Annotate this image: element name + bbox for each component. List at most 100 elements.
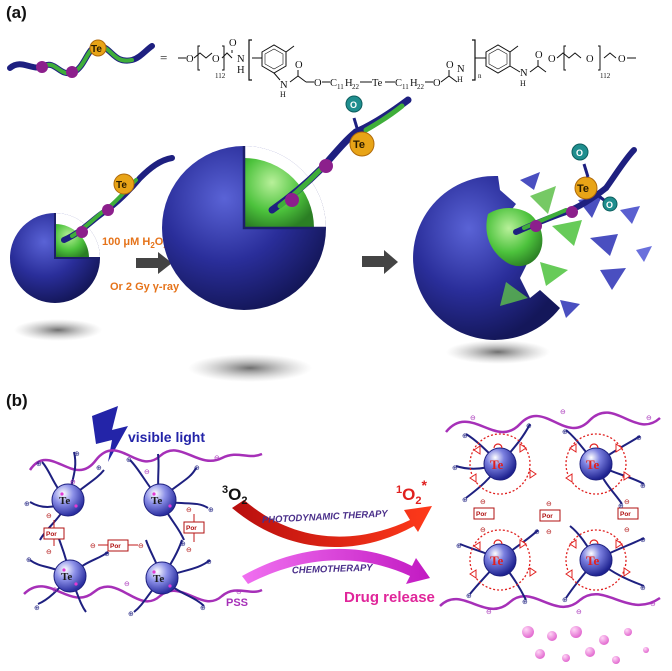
polymer-legend: Te [7,39,155,78]
svg-text:⊕: ⊕ [74,450,80,458]
reaction-arrow-2 [362,250,398,274]
svg-text:⊖: ⊖ [470,414,476,422]
svg-text:⊕: ⊕ [640,482,646,490]
svg-text:⊖: ⊖ [624,498,630,506]
te-label: Te [586,457,599,472]
svg-text:Or 2 Gy γ-ray: Or 2 Gy γ-ray [110,281,180,293]
svg-text:22: 22 [352,83,360,91]
svg-text:⊕: ⊕ [452,464,458,472]
svg-text:O: O [212,54,220,65]
svg-text:⊖: ⊖ [124,580,130,588]
svg-text:⊖: ⊖ [546,528,552,536]
svg-text:⊕: ⊕ [562,596,568,604]
por-label: Por [542,513,553,520]
svg-text:O: O [618,54,626,65]
svg-text:⊖: ⊖ [186,546,192,554]
svg-text:O: O [186,54,194,65]
svg-text:O: O [535,50,543,61]
svg-text:O: O [229,38,237,49]
svg-text:⊕: ⊕ [206,558,212,566]
oxygen-label-large-1: O [576,148,583,158]
photodynamic-arrow: PHOTODYNAMIC THERAPY [232,500,432,548]
te-label: Te [490,457,503,472]
svg-text:⊖: ⊖ [70,478,76,486]
svg-text:⊕: ⊕ [462,432,468,440]
lightning-icon [92,406,128,462]
svg-text:O: O [314,78,322,89]
svg-text:⊕: ⊕ [26,556,32,564]
svg-text:⊖: ⊖ [46,512,52,520]
chemical-formula: = O O 112 O N H N H O O C 11 H 22 T [160,38,636,99]
por-label: Por [110,543,121,550]
pss-label: PSS [226,597,248,609]
svg-text:⊕: ⊕ [526,422,532,430]
micelle-broken: Te O O [413,143,652,364]
svg-text:⊖: ⊖ [480,526,486,534]
svg-text:N: N [520,68,528,79]
visible-light-label: visible light [128,429,205,445]
svg-text:⊕: ⊕ [636,434,642,442]
photodynamic-label: PHOTODYNAMIC THERAPY [262,508,390,526]
svg-text:⊕: ⊕ [208,506,214,514]
svg-text:C: C [395,78,402,89]
svg-text:H: H [457,75,463,84]
te-large-label: Te [577,183,589,195]
svg-text:H: H [345,78,353,89]
svg-text:H: H [410,78,418,89]
svg-text:H: H [280,90,286,99]
left-network: Te Te Te Te Por Por Por ⊕⊕⊕⊕ ⊕⊕⊕⊕ ⊕⊕⊕⊕ ⊕… [23,449,263,618]
chemotherapy-arrow: CHEMOTHERAPY [242,548,430,584]
svg-text:O: O [548,54,556,65]
por-label: Por [186,525,197,532]
svg-text:H: H [520,79,526,88]
svg-text:N: N [280,80,288,91]
svg-text:O: O [433,78,441,89]
triplet-oxygen-label: 3O2 [222,484,247,507]
svg-text:=: = [160,50,167,65]
svg-text:⊕: ⊕ [34,604,40,612]
reaction-arrow-1 [136,252,172,274]
svg-text:⊕: ⊕ [562,428,568,436]
te-label: Te [490,553,503,568]
svg-text:⊕: ⊕ [534,528,540,536]
svg-text:n: n [478,72,482,80]
drug-droplets [522,626,649,664]
svg-text:⊖: ⊖ [52,586,58,594]
svg-text:⊕: ⊕ [456,542,462,550]
svg-text:⊕: ⊕ [24,500,30,508]
svg-text:O: O [586,54,594,65]
te-label: Te [586,553,599,568]
svg-text:N: N [457,64,465,75]
drug-release-label: Drug release [344,589,435,606]
svg-text:⊕: ⊕ [466,592,472,600]
te-label: Te [153,573,164,585]
svg-text:⊕: ⊕ [104,550,110,558]
chemotherapy-label: CHEMOTHERAPY [292,562,375,576]
svg-text:⊕: ⊕ [180,540,186,548]
svg-text:⊖: ⊖ [650,600,656,608]
svg-text:112: 112 [600,72,611,80]
svg-text:⊕: ⊕ [640,536,646,544]
te-medium-label: Te [353,139,365,151]
svg-text:⊕: ⊕ [640,584,646,592]
svg-text:⊕: ⊕ [128,610,134,618]
svg-text:⊕: ⊕ [522,598,528,606]
svg-text:C: C [330,78,337,89]
svg-text:⊖: ⊖ [214,454,220,462]
svg-text:Te: Te [372,78,383,89]
svg-text:O: O [446,60,454,71]
svg-text:⊖: ⊖ [144,468,150,476]
svg-text:⊖: ⊖ [186,506,192,514]
micelle-medium: O Te [162,95,412,382]
svg-text:100 μM H2O2: 100 μM H2O2 [102,236,168,250]
svg-text:⊕: ⊕ [96,464,102,472]
svg-text:⊖: ⊖ [624,526,630,534]
svg-text:⊖: ⊖ [486,608,492,616]
svg-text:⊖: ⊖ [46,548,52,556]
oxygen-label-large-2: O [606,200,613,210]
svg-text:⊖: ⊖ [236,588,242,596]
svg-text:O: O [295,60,303,71]
svg-text:⊖: ⊖ [90,542,96,550]
singlet-oxygen-label: 1O2* [396,477,427,507]
